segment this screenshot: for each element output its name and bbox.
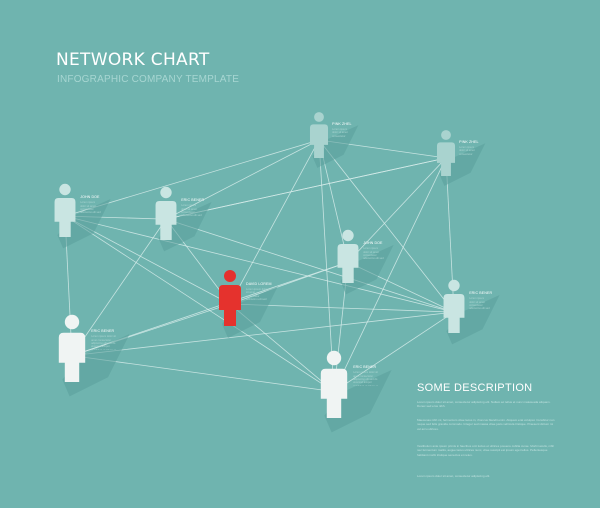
network-nodes (54, 112, 465, 418)
node-name-label: JOHN DOE (80, 195, 100, 200)
person-body (219, 285, 241, 326)
node-shadow (62, 334, 130, 397)
person-head (59, 183, 71, 196)
network-link (333, 311, 455, 392)
person-head (160, 186, 172, 199)
node-description-text: Lorem ipsum dolor sit amet consectetur a… (246, 288, 268, 300)
person-icon (443, 279, 465, 333)
network-link (347, 157, 447, 263)
person-head (64, 314, 80, 330)
node-description-text: Lorem ipsum dolor sit amet consectetur a… (469, 297, 489, 308)
network-link (64, 215, 335, 392)
page-subtitle: INFOGRAPHIC COMPANY TEMPLATE (57, 74, 240, 85)
description-paragraph: Lorem ipsum dolor sit amet, consectetur … (417, 400, 551, 409)
person-head (448, 279, 460, 292)
node-name-label: ERIC BENER (353, 365, 377, 370)
network-link (229, 139, 320, 305)
person-body (58, 332, 86, 382)
person-head (314, 112, 324, 122)
person-icon (219, 270, 241, 326)
node-description-text: Lorem ipsum dolor sit amet consectetur a… (181, 204, 201, 215)
person-body (54, 198, 76, 237)
person-body (443, 294, 465, 333)
node-description-text: Lorem ipsum dolor sit amet consectetur a… (353, 371, 378, 385)
person-head (224, 270, 236, 282)
person-head (441, 130, 451, 140)
network-link (165, 139, 320, 220)
description-paragraph: Lorem ipsum dolor sit amet, consectetur … (417, 474, 491, 478)
network-link (71, 218, 167, 356)
person-body (320, 368, 348, 418)
node-description-text: Lorem ipsum dolor sit amet consectetur a… (80, 201, 100, 212)
network-link (64, 215, 455, 313)
person-body (337, 244, 359, 283)
node-description-text: Lorem ipsum dolor sit amet consectetur a… (332, 127, 348, 138)
node-description-text: Lorem ipsum dolor sit amet consectetur a… (459, 145, 475, 156)
person-icon (155, 186, 177, 240)
person-body (436, 142, 456, 176)
network-link (318, 139, 455, 313)
node-name-label: DAVID LOREM (246, 282, 272, 286)
node-name-label: ERIC BENER (469, 291, 493, 296)
node-name-label: PINK ZHEL (332, 121, 352, 126)
network-link (165, 218, 455, 313)
node-name-label: JOHN DOE (363, 241, 383, 246)
description-paragraph: Vestibulum ante ipsum primis in faucibus… (417, 444, 555, 457)
node-description-text: Lorem ipsum dolor sit amet consectetur a… (91, 335, 116, 349)
description-paragraph: Maecenas nibh mi, fermentum vitae lacus … (417, 418, 555, 431)
person-head (326, 350, 342, 366)
network-link (165, 157, 447, 220)
network-link (333, 157, 447, 392)
network-link (71, 311, 455, 356)
page-title: NETWORK CHART (56, 50, 210, 70)
person-head (342, 229, 354, 242)
description-heading: SOME DESCRIPTION (417, 382, 533, 394)
person-icon (436, 130, 456, 176)
node-description-text: Lorem ipsum dolor sit amet consectetur a… (363, 247, 383, 258)
person-body (309, 124, 329, 158)
node-name-label: ERIC BENER (91, 329, 115, 334)
person-icon (54, 183, 76, 237)
network-link (318, 139, 335, 392)
network-link (71, 303, 231, 356)
node-name-label: PINK ZHEL (459, 139, 479, 144)
person-icon (337, 229, 359, 283)
person-icon (320, 350, 348, 418)
person-body (155, 201, 177, 240)
network-links (64, 139, 455, 392)
node-name-label: ERIC BENER (181, 198, 205, 203)
person-icon (309, 112, 329, 158)
person-icon (58, 314, 86, 382)
